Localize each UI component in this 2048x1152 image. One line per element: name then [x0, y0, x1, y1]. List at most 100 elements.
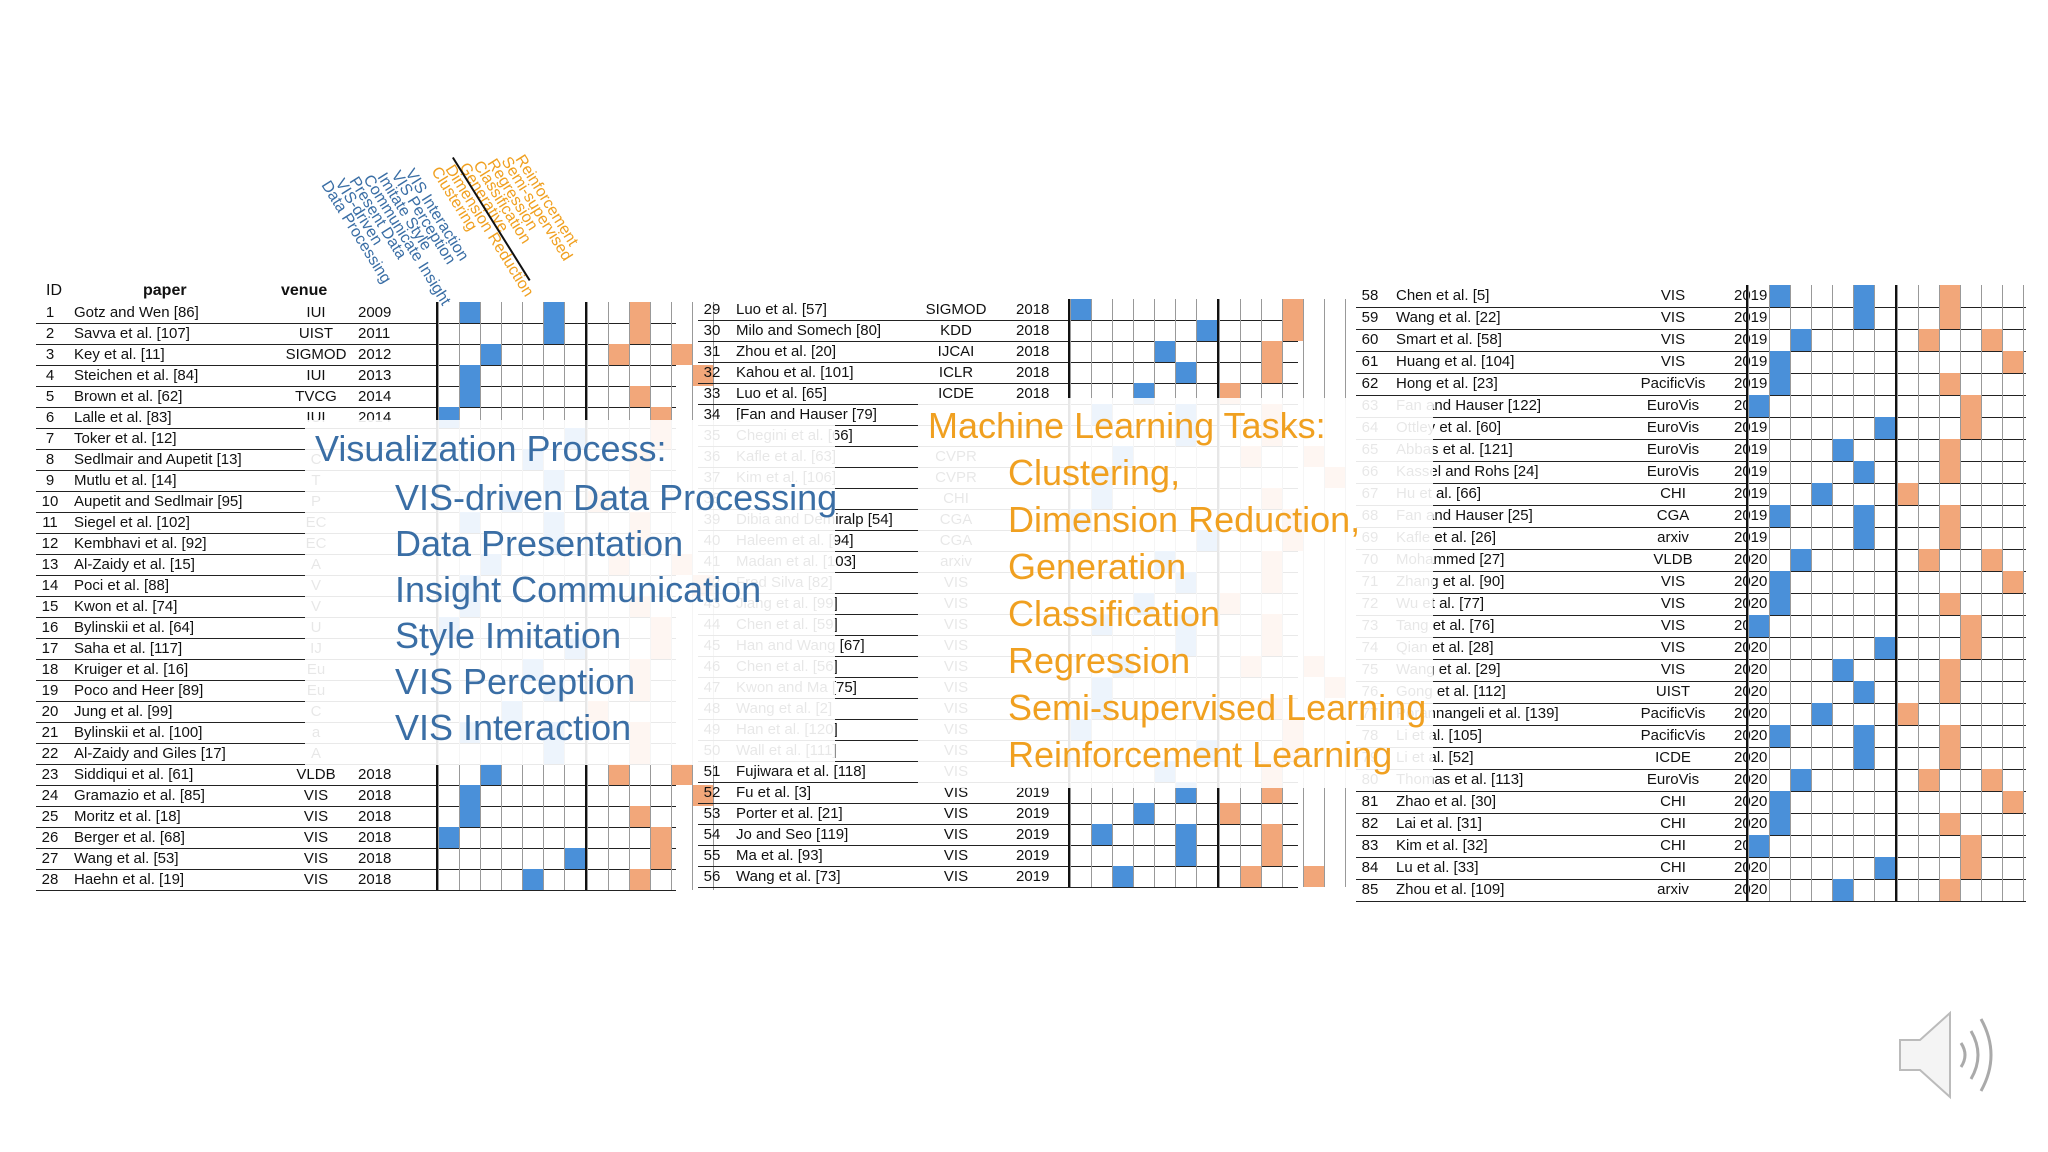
cell-id: 60 [1361, 331, 1379, 348]
category-cell [522, 407, 543, 428]
category-cell [629, 302, 650, 323]
category-cell [1769, 505, 1790, 527]
category-cell [543, 869, 564, 890]
cell-paper: Porter et al. [21] [736, 805, 843, 822]
cell-venue: VIS [1660, 595, 1686, 612]
category-cell [1154, 341, 1175, 362]
category-cell [501, 407, 522, 428]
category-cell [1918, 351, 1939, 373]
category-separator [585, 764, 587, 785]
category-cell [480, 407, 501, 428]
category-cell [1769, 307, 1790, 329]
category-cell [1769, 681, 1790, 703]
category-cell [1918, 659, 1939, 681]
cell-year: 2018 [1016, 385, 1050, 402]
category-cell [608, 323, 629, 344]
category-cell [522, 785, 543, 806]
cell-paper: Mutlu et al. [14] [74, 472, 177, 489]
category-cell [587, 407, 608, 428]
category-cell [1769, 659, 1790, 681]
category-cell [1960, 813, 1981, 835]
cell-year: 2019 [1734, 485, 1768, 502]
category-cell [1811, 725, 1832, 747]
category-cell [543, 407, 564, 428]
vis-process-overlay [305, 420, 835, 765]
grid-left-border [1068, 320, 1070, 341]
grid-left-border [1746, 329, 1748, 351]
category-cell [608, 869, 629, 890]
category-separator [1895, 725, 1897, 747]
cell-paper: Wang et al. [53] [74, 850, 179, 867]
grid-left-border [436, 785, 438, 806]
category-cell [713, 848, 734, 869]
category-cell [1261, 320, 1282, 341]
category-cell [501, 302, 522, 323]
category-separator [585, 407, 587, 428]
category-cell [1219, 824, 1240, 845]
cell-year: 2018 [1016, 322, 1050, 339]
category-cell [480, 386, 501, 407]
category-cell [1790, 879, 1811, 901]
category-cell [2023, 681, 2044, 703]
grid-left-border [436, 764, 438, 785]
category-cell [522, 344, 543, 365]
category-cell [1790, 527, 1811, 549]
category-cell [1219, 845, 1240, 866]
cell-year: 2020 [1734, 881, 1768, 898]
category-cell [1748, 813, 1769, 835]
category-cell [1981, 637, 2002, 659]
category-cell [1133, 803, 1154, 824]
category-cell [1853, 593, 1874, 615]
speaker-volume-icon[interactable] [1895, 1005, 2015, 1105]
category-cell [1811, 461, 1832, 483]
category-cell [1874, 395, 1895, 417]
category-cell [1154, 782, 1175, 803]
cell-paper: Kim et al. [32] [1396, 837, 1488, 854]
category-cell [1219, 362, 1240, 383]
category-cell [564, 827, 585, 848]
category-cell [1897, 329, 1918, 351]
category-cell [1853, 835, 1874, 857]
cell-paper: Kembhavi et al. [92] [74, 535, 207, 552]
category-cell [1240, 383, 1261, 404]
category-cell [1918, 813, 1939, 835]
category-cell [1282, 320, 1303, 341]
category-cell [1070, 299, 1091, 320]
category-cell [1832, 571, 1853, 593]
cell-venue: CHI [1660, 815, 1686, 832]
category-cell [1832, 483, 1853, 505]
category-cell [564, 848, 585, 869]
category-cell [1874, 549, 1895, 571]
category-cell [1960, 857, 1981, 879]
cell-venue: VIS [1660, 331, 1686, 348]
category-cell [1175, 320, 1196, 341]
category-cell [1112, 866, 1133, 887]
category-cell [1261, 383, 1282, 404]
category-cell [1981, 769, 2002, 791]
category-cell [459, 344, 480, 365]
cell-id: 54 [703, 826, 721, 843]
grid-left-border [1068, 782, 1070, 803]
cell-paper: Hong et al. [23] [1396, 375, 1498, 392]
category-separator [1895, 879, 1897, 901]
category-cell [1832, 439, 1853, 461]
cell-id: 28 [41, 871, 59, 888]
category-cell [1091, 866, 1112, 887]
grid-left-border [1746, 769, 1748, 791]
cell-paper: Chen et al. [5] [1396, 287, 1490, 304]
category-separator [1217, 866, 1219, 887]
category-cell [1303, 866, 1324, 887]
cell-paper: Smart et al. [58] [1396, 331, 1502, 348]
category-cell [1811, 439, 1832, 461]
cell-venue: SIGMOD [285, 346, 347, 363]
category-cell [713, 806, 734, 827]
category-cell [1874, 483, 1895, 505]
category-cell [587, 764, 608, 785]
cell-paper: Aupetit and Sedlmair [95] [74, 493, 243, 510]
